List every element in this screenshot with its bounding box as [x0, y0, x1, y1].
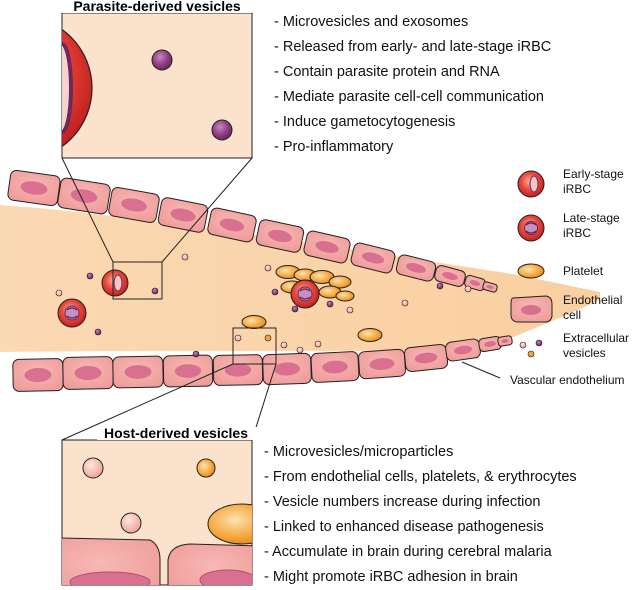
legend-early-stage-line1: Early-stage	[563, 167, 624, 181]
vessel-label: Vascular endothelium	[510, 373, 625, 387]
parasite-vesicle	[436, 282, 444, 290]
endothelial-cell	[497, 335, 513, 347]
parasite-zoom-box: Parasite-derived vesicles	[61, 0, 253, 159]
host-vesicle	[55, 289, 63, 297]
endothelial-cell	[108, 187, 160, 223]
zoomed-host-vesicle	[82, 457, 104, 479]
early-stage-irbc-icon	[517, 170, 545, 198]
legend-late-stage-line1: Late-stage	[563, 211, 620, 225]
parasite-vesicle	[151, 287, 159, 295]
host-bullet: - Might promote iRBC adhesion in brain	[264, 569, 518, 585]
endothelial-cell	[303, 230, 351, 264]
host-vesicle	[296, 346, 304, 354]
vesicle-icon	[519, 339, 543, 358]
host-vesicle	[280, 341, 288, 349]
endothelial-cell-icon	[510, 295, 553, 323]
host-vesicle	[464, 285, 472, 293]
endothelial-cell	[310, 351, 360, 383]
platelet	[335, 290, 355, 302]
legend: Early-stage iRBC Late-stage iRBC Platele…	[510, 167, 629, 360]
endothelial-cell	[7, 169, 61, 207]
host-vesicle	[346, 306, 354, 314]
late-stage-irbc	[57, 298, 87, 328]
endothelial-cell	[403, 343, 449, 373]
host-bullet: - Accumulate in brain during cerebral ma…	[264, 544, 553, 560]
host-zoom-box: Host-derived vesicles	[61, 425, 257, 586]
parasite-bullet: - Released from early- and late-stage iR…	[274, 39, 551, 55]
parasite-vesicle	[271, 288, 279, 296]
platelet	[241, 315, 267, 329]
lumen-contents	[55, 253, 472, 358]
early-stage-irbc	[101, 269, 129, 297]
parasite-zoom-region	[112, 261, 163, 300]
endothelial-cell	[395, 254, 437, 282]
legend-late-stage-line2: iRBC	[563, 226, 591, 240]
parasite-bullet: - Induce gametocytogenesis	[274, 114, 455, 130]
zoomed-host-vesicle	[120, 512, 142, 534]
parasite-bullet: - Pro-inflammatory	[274, 139, 394, 155]
host-bullet: - Vesicle numbers increase during infect…	[264, 494, 540, 510]
parasite-vesicle	[94, 328, 102, 336]
endothelial-cell	[434, 265, 466, 287]
endothelial-cell	[445, 338, 481, 362]
host-box-title: Host-derived vesicles	[104, 425, 248, 441]
host-bullets: - Microvesicles/microparticles - From en…	[264, 444, 577, 585]
host-vesicle	[234, 334, 242, 342]
parasite-bullet: - Mediate parasite cell-cell communicati…	[274, 89, 544, 105]
endothelial-cell	[262, 352, 312, 386]
parasite-bullet: - Microvesicles and exosomes	[274, 14, 468, 30]
parasite-vesicle	[86, 272, 94, 280]
parasite-vesicle	[192, 350, 200, 358]
endothelial-cell	[482, 281, 498, 293]
parasite-vesicle	[326, 300, 334, 308]
platelet-vesicle	[264, 334, 272, 342]
late-stage-irbc-icon	[517, 214, 545, 242]
endothelial-cell	[358, 348, 406, 380]
host-vesicle	[181, 253, 189, 261]
vessel-label-leader	[461, 361, 501, 379]
legend-endothelial-line1: Endothelial	[563, 293, 622, 307]
zoomed-platelet	[207, 503, 252, 545]
host-zoom-region	[232, 327, 277, 365]
platelet	[357, 328, 383, 342]
zoomed-parasite-vesicle	[151, 49, 173, 71]
late-stage-irbc	[290, 279, 320, 309]
legend-vesicles-line1: Extracellular	[563, 331, 629, 345]
legend-endothelial-line2: cell	[563, 308, 581, 322]
platelet-icon	[517, 263, 545, 279]
host-vesicle	[264, 264, 272, 272]
endothelial-cell	[255, 219, 305, 253]
zoomed-parasite-vesicle	[211, 119, 233, 141]
zoomed-platelet-vesicle	[196, 458, 216, 478]
endothelial-cell	[112, 355, 164, 389]
legend-vesicles-line2: vesicles	[563, 346, 606, 360]
parasite-bullet: - Contain parasite protein and RNA	[274, 64, 500, 80]
host-bullet: - From endothelial cells, platelets, & e…	[264, 469, 577, 485]
endothelial-cell	[212, 354, 264, 386]
endothelial-cell	[62, 356, 114, 390]
endothelial-cell	[162, 354, 214, 388]
host-bullet: - Microvesicles/microparticles	[264, 444, 453, 460]
endothelial-cell	[57, 177, 111, 215]
endothelial-cell	[350, 242, 396, 274]
parasite-vesicle	[291, 305, 299, 313]
parasite-box-title: Parasite-derived vesicles	[73, 0, 241, 14]
parasite-bullets: - Microvesicles and exosomes - Released …	[274, 14, 551, 155]
platelet	[328, 275, 352, 289]
upper-endothelium	[7, 169, 498, 293]
endothelial-cell	[12, 358, 64, 392]
legend-platelet: Platelet	[563, 264, 604, 278]
legend-early-stage-line2: iRBC	[563, 182, 591, 196]
vesicles	[55, 253, 472, 358]
host-vesicle	[401, 299, 409, 307]
host-vesicle	[314, 340, 322, 348]
zoomed-endothelial-cell	[62, 537, 161, 585]
endothelial-cell	[207, 207, 257, 243]
host-bullet: - Linked to enhanced disease pathogenesi…	[264, 519, 544, 535]
lower-endothelium	[12, 335, 513, 392]
